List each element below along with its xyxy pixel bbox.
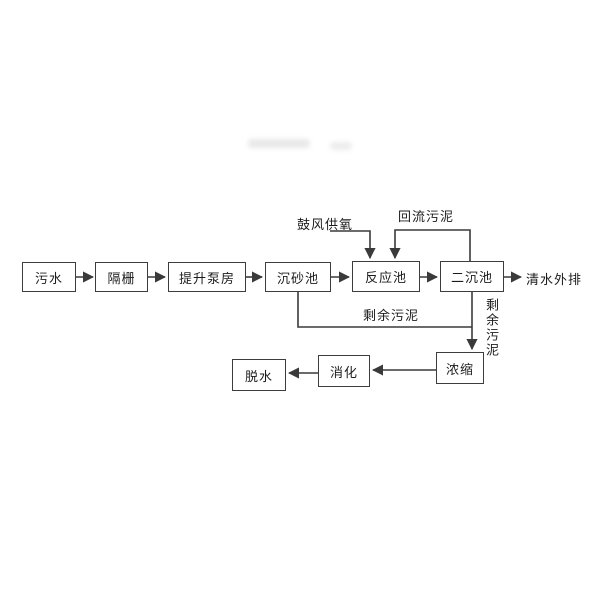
node-dewatering: 脱水 — [232, 359, 286, 391]
node-digestion: 消化 — [318, 355, 370, 387]
label-blast-oxygen: 鼓风供氧 — [297, 218, 354, 233]
node-screen-label: 隔栅 — [107, 271, 136, 287]
arrow-return-sludge-to-reaction — [389, 229, 471, 261]
node-thickening-label: 浓缩 — [445, 362, 474, 378]
node-reaction-tank: 反应池 — [352, 261, 420, 292]
node-sewage: 污水 — [22, 262, 76, 292]
label-effluent: 清水外排 — [526, 273, 583, 288]
arrow-blast-oxygen-to-reaction — [330, 230, 376, 260]
node-reaction-tank-label: 反应池 — [364, 271, 407, 286]
node-digestion-label: 消化 — [329, 365, 358, 381]
label-return-sludge: 回流污泥 — [398, 210, 455, 225]
label-excess-sludge: 剩余污泥 — [363, 309, 420, 324]
node-screen: 隔栅 — [95, 262, 148, 292]
node-pump-house: 提升泵房 — [168, 262, 246, 292]
node-thickening: 浓缩 — [436, 352, 484, 384]
watermark-smudge — [330, 142, 352, 150]
node-dewatering-label: 脱水 — [244, 369, 273, 385]
node-grit-chamber-label: 沉砂池 — [276, 271, 319, 287]
line-excess-sludge-from-grit — [297, 292, 472, 328]
node-secondary-clarifier-label: 二沉池 — [450, 271, 493, 286]
watermark-smudge — [248, 139, 310, 148]
label-excess-sludge-vertical: 剩余污泥 — [483, 298, 498, 358]
node-secondary-clarifier: 二沉池 — [440, 261, 504, 292]
node-sewage-label: 污水 — [34, 271, 63, 287]
node-pump-house-label: 提升泵房 — [178, 271, 235, 287]
node-grit-chamber: 沉砂池 — [265, 262, 331, 292]
